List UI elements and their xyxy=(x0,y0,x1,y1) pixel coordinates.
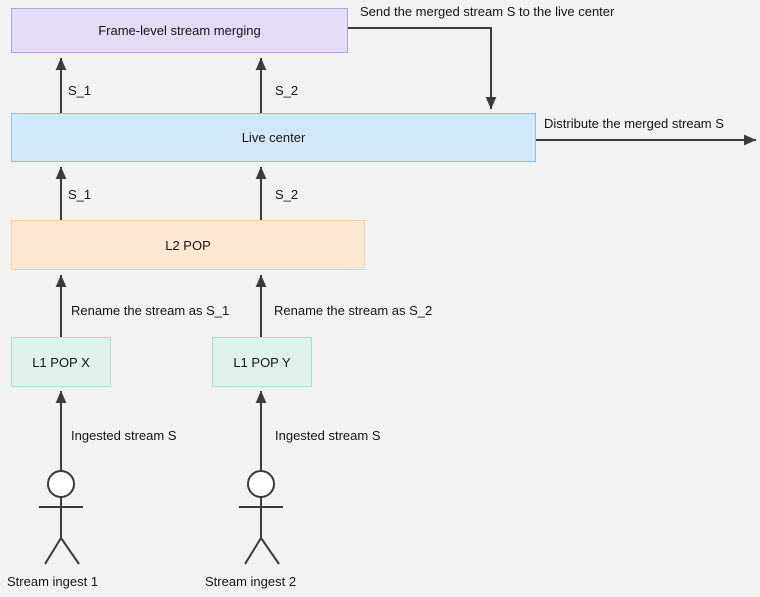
actor-stick-figure-icon xyxy=(239,470,283,565)
edge-label-s2-upper: S_2 xyxy=(275,83,299,98)
node-label: L1 POP X xyxy=(32,354,90,370)
node-l1-pop-x: L1 POP X xyxy=(11,337,111,387)
edge-send-merged-arrow xyxy=(348,27,497,110)
edge-label-rename-s2: Rename the stream as S_2 xyxy=(274,303,433,318)
edge-label-rename-s1: Rename the stream as S_1 xyxy=(71,303,230,318)
node-l2-pop: L2 POP xyxy=(11,220,365,270)
actor-stick-figure-icon xyxy=(39,470,83,565)
actor-label-stream-ingest-1: Stream ingest 1 xyxy=(7,574,99,589)
actor-leg-right xyxy=(260,537,280,565)
edge-label-distribute-merged-stream: Distribute the merged stream S xyxy=(544,116,724,131)
node-label: L1 POP Y xyxy=(233,354,291,370)
actor-head xyxy=(247,470,275,498)
edge-label-send-merged-stream: Send the merged stream S to the live cen… xyxy=(360,4,615,19)
edge-label-s1-upper: S_1 xyxy=(68,83,92,98)
node-frame-level-stream-merging: Frame-level stream merging xyxy=(11,8,348,53)
edge-label-s2-lower: S_2 xyxy=(275,187,299,202)
actor-label-stream-ingest-2: Stream ingest 2 xyxy=(205,574,297,589)
actor-head xyxy=(47,470,75,498)
actor-leg-left xyxy=(44,537,62,565)
node-l1-pop-y: L1 POP Y xyxy=(212,337,312,387)
actor-leg-left xyxy=(244,537,262,565)
edge-label-s1-lower: S_1 xyxy=(68,187,92,202)
node-label: Live center xyxy=(241,130,306,145)
node-live-center: Live center xyxy=(11,113,536,162)
actor-leg-right xyxy=(60,537,80,565)
node-label: Frame-level stream merging xyxy=(98,23,261,38)
edge-label-ingested-stream-right: Ingested stream S xyxy=(275,428,381,443)
node-label: L2 POP xyxy=(165,237,211,253)
edge-label-ingested-stream-left: Ingested stream S xyxy=(71,428,177,443)
